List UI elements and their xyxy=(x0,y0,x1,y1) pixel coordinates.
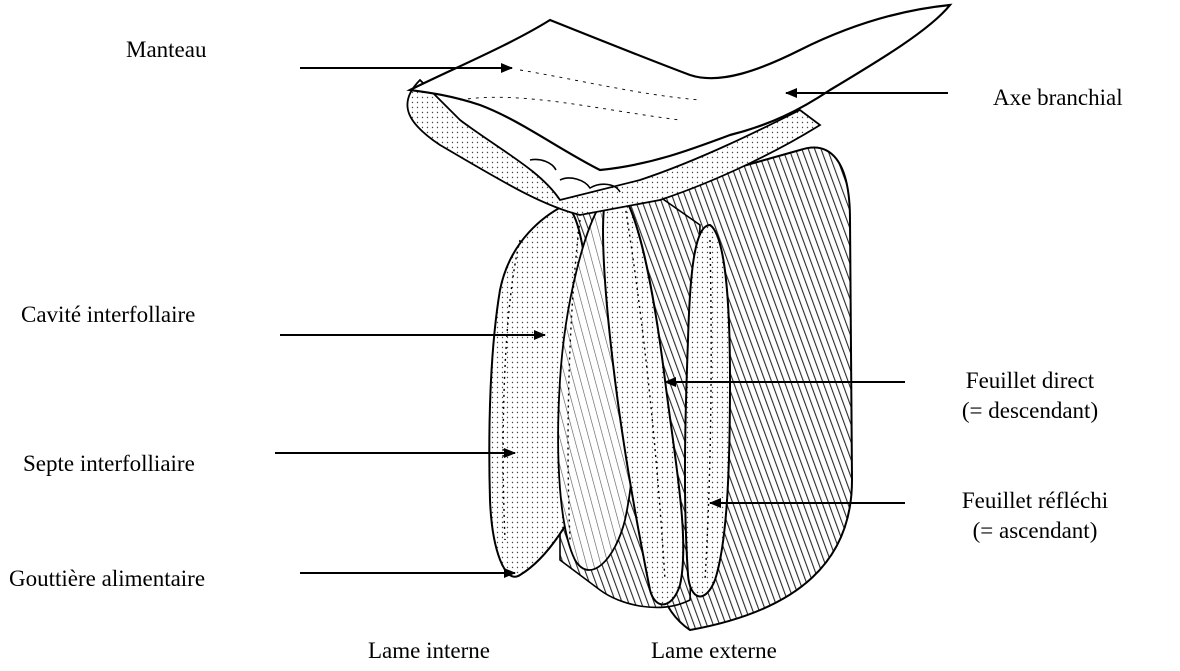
label-lame-externe: Lame externe xyxy=(651,636,777,666)
label-feuillet-reflechi-sub: (= ascendant) xyxy=(945,516,1125,546)
label-feuillet-direct-title: Feuillet direct xyxy=(945,366,1115,396)
label-axe-branchial: Axe branchial xyxy=(993,83,1123,113)
label-gouttiere-alimentaire: Gouttière alimentaire xyxy=(9,564,205,594)
label-feuillet-reflechi-title: Feuillet réfléchi xyxy=(945,486,1125,516)
label-cavite-interfollaire: Cavité interfollaire xyxy=(21,300,195,330)
label-lame-interne: Lame interne xyxy=(368,636,490,666)
label-feuillet-direct: Feuillet direct (= descendant) xyxy=(945,366,1115,426)
label-feuillet-direct-sub: (= descendant) xyxy=(945,396,1115,426)
label-septe-interfolliaire: Septe interfolliaire xyxy=(23,449,195,479)
label-feuillet-reflechi: Feuillet réfléchi (= ascendant) xyxy=(945,486,1125,546)
label-manteau: Manteau xyxy=(126,35,206,65)
